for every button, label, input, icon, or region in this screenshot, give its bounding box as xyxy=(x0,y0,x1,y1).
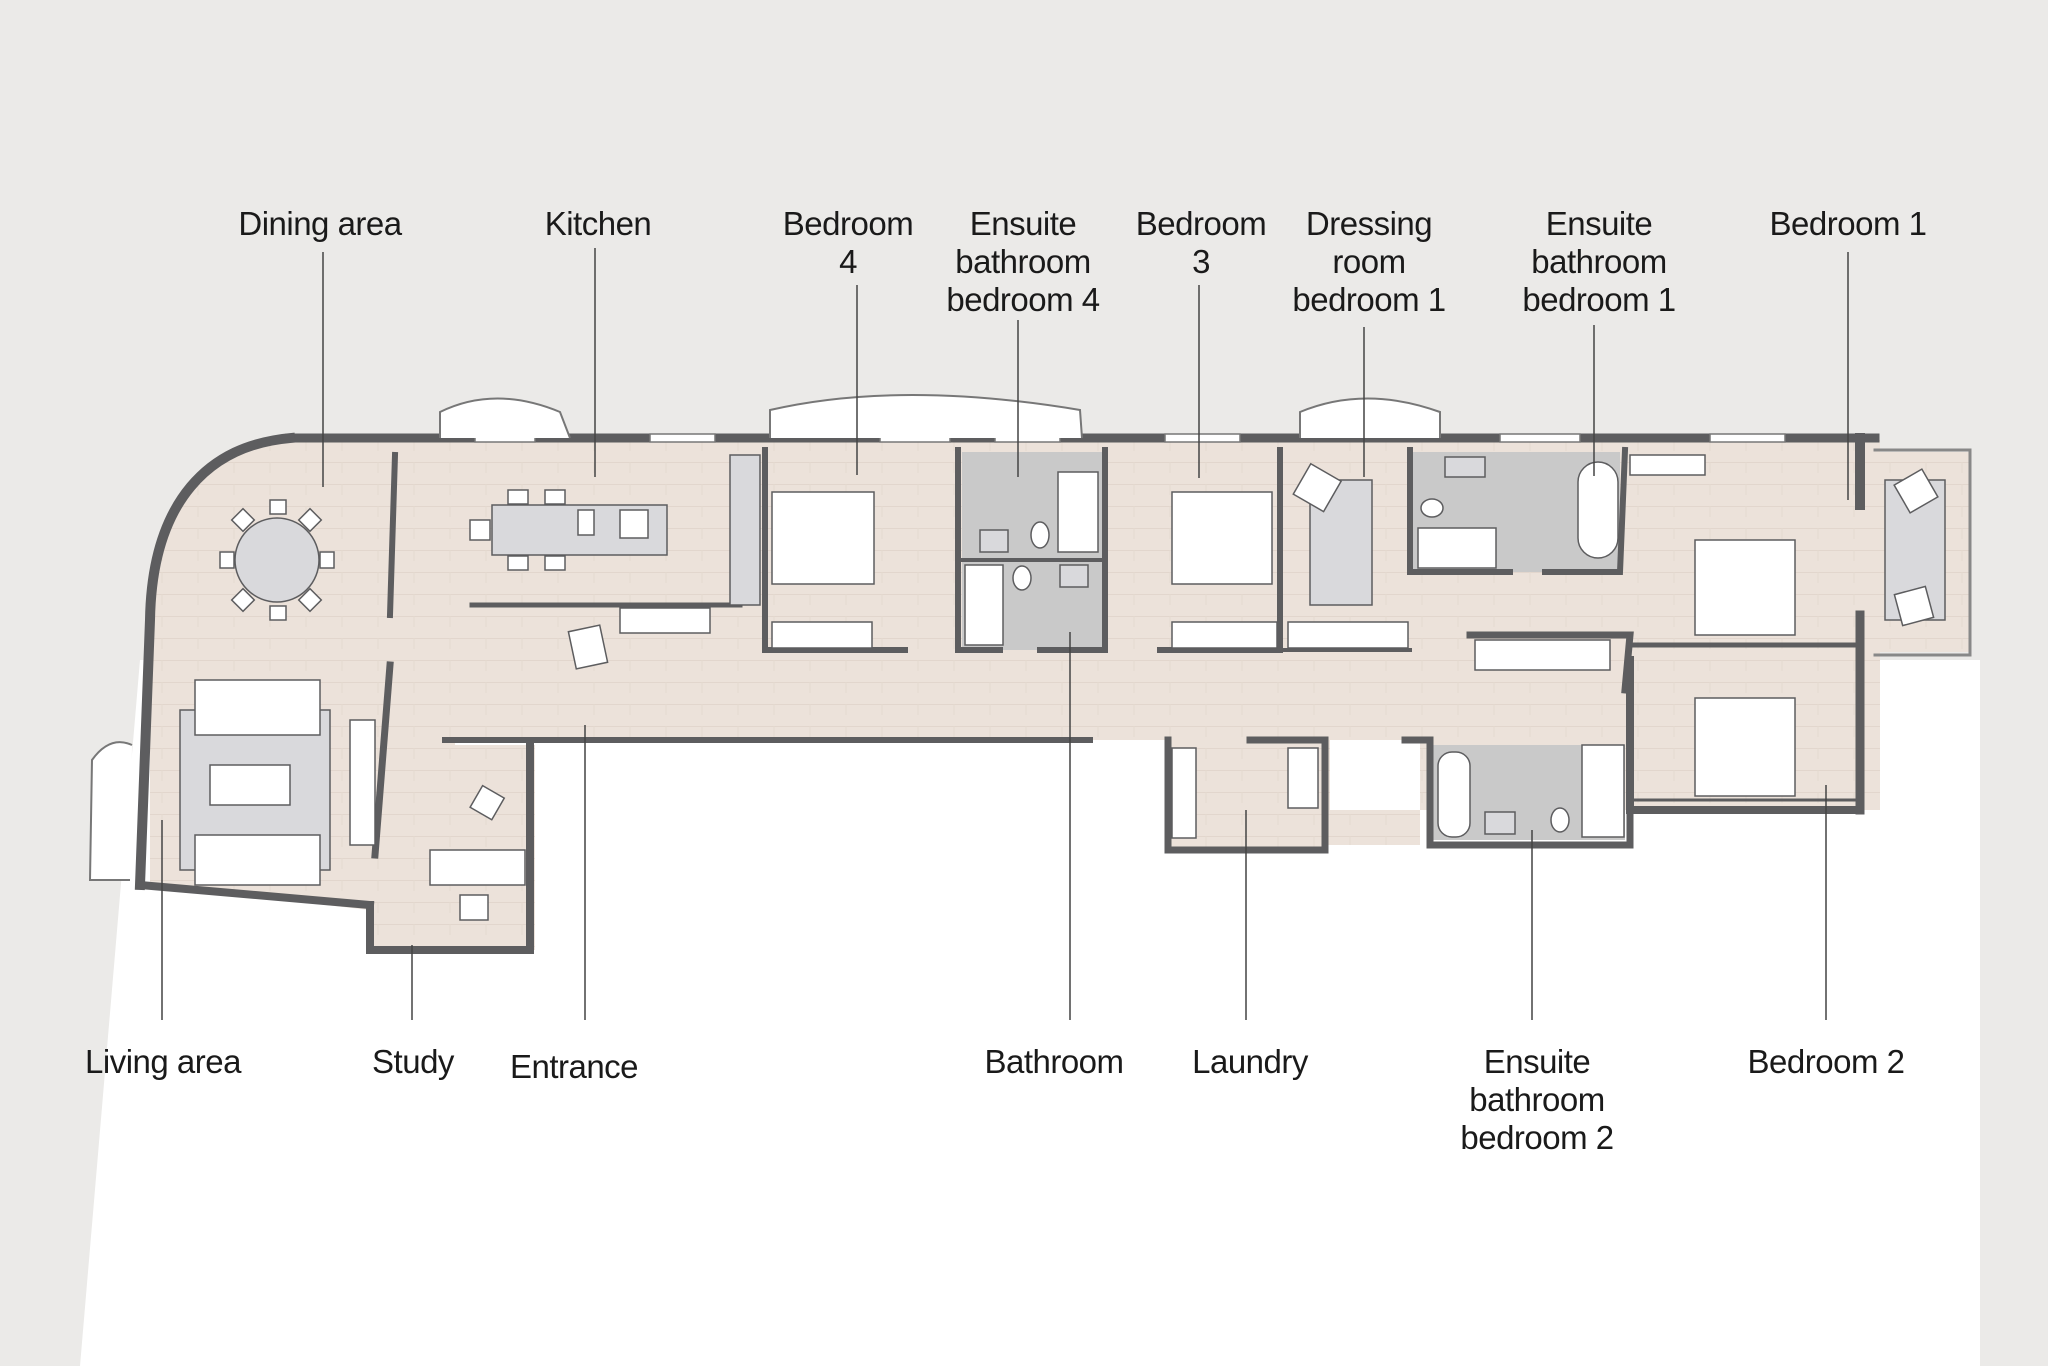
label-bedroom-2: Bedroom 2 xyxy=(1748,1043,1905,1080)
label-dining-area: Dining area xyxy=(238,205,402,242)
label-kitchen: Kitchen xyxy=(545,205,652,242)
label-bedroom-1: Bedroom 1 xyxy=(1770,205,1927,242)
label-laundry: Laundry xyxy=(1192,1043,1309,1080)
label-living-area: Living area xyxy=(85,1043,242,1080)
label-bathroom: Bathroom xyxy=(984,1043,1123,1080)
furniture xyxy=(179,454,1946,921)
label-entrance: Entrance xyxy=(510,1048,638,1085)
walls xyxy=(134,432,1972,954)
label-study: Study xyxy=(372,1043,455,1080)
leader-lines xyxy=(161,248,1849,1020)
bay-windows xyxy=(88,394,1441,881)
